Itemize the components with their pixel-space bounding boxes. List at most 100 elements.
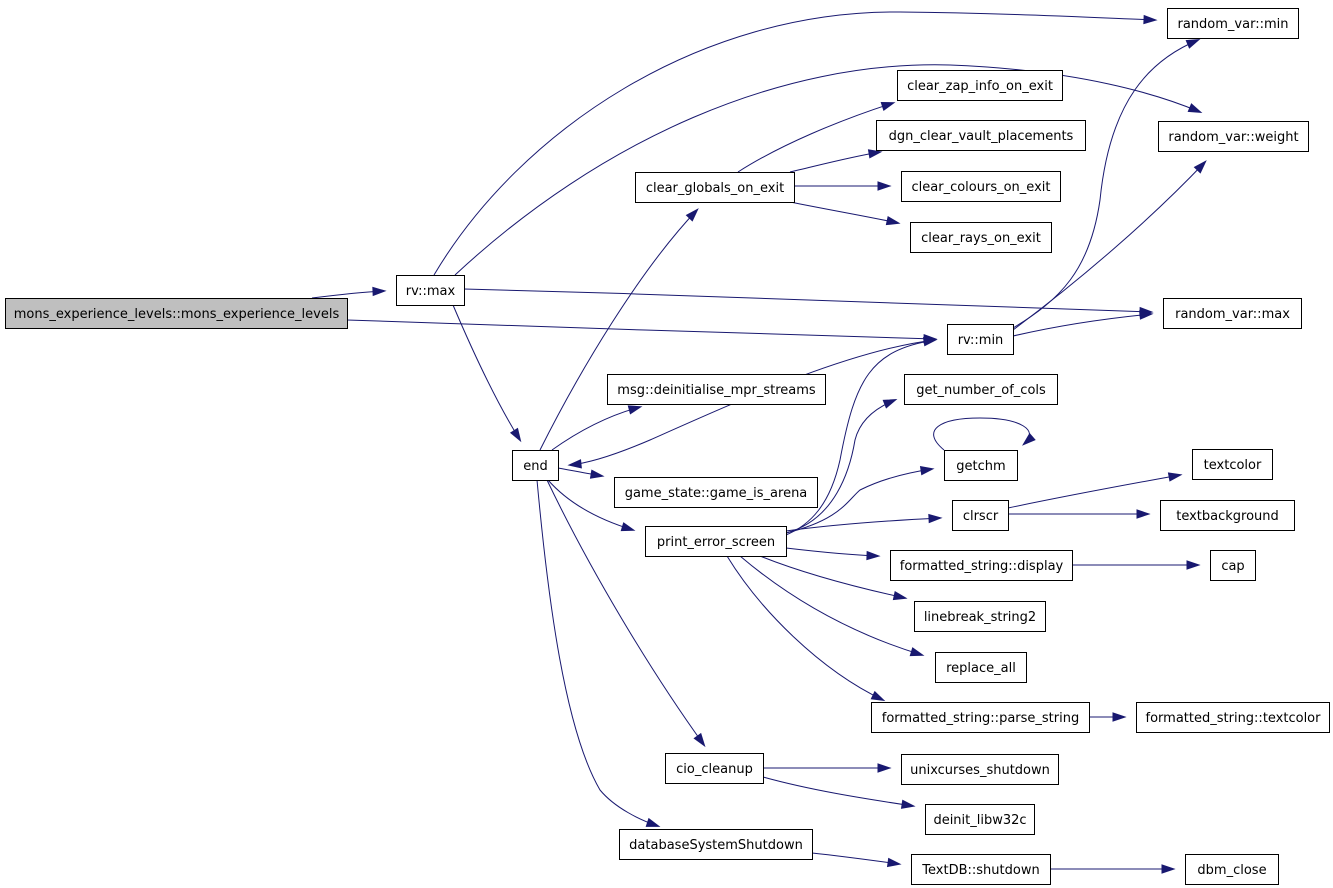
node-box (947, 324, 1014, 355)
node-deinit-libw32c[interactable]: deinit_libw32c (925, 804, 1035, 835)
node-label: print_error_screen (657, 535, 775, 550)
edge-arrowhead (892, 590, 908, 601)
node-getchm[interactable]: getchm (944, 450, 1018, 481)
node-clear-zap[interactable]: clear_zap_info_on_exit (897, 70, 1063, 101)
node-end[interactable]: end (512, 450, 559, 481)
node-clear-colours[interactable]: clear_colours_on_exit (901, 171, 1061, 202)
node-msg-deinit[interactable]: msg::deinitialise_mpr_streams (607, 374, 826, 405)
node-dbm-close[interactable]: dbm_close (1185, 854, 1279, 885)
node-label: clear_zap_info_on_exit (907, 79, 1053, 94)
node-fs-display[interactable]: formatted_string::display (890, 550, 1073, 581)
edge-line (739, 555, 923, 656)
edge-arrowhead (1139, 310, 1154, 320)
edge-line (546, 479, 705, 746)
node-clear-rays[interactable]: clear_rays_on_exit (910, 222, 1052, 253)
node-box (914, 601, 1046, 632)
node-cio-cleanup[interactable]: cio_cleanup (665, 753, 764, 784)
edge-print_error_screen-to-clrscr (785, 513, 943, 532)
node-box (5, 298, 348, 329)
node-rv-max[interactable]: rv::max (396, 275, 465, 306)
node-box (614, 477, 818, 508)
edge-arrowhead (589, 469, 605, 479)
edge-arrowhead (645, 817, 661, 827)
node-mons-experience-levels[interactable]: mons_experience_levels::mons_experience_… (5, 298, 348, 329)
edge-arrowhead (627, 405, 643, 415)
edge-line (551, 406, 641, 451)
edge-arrowhead (1136, 509, 1151, 519)
edge-line (452, 304, 521, 441)
node-rv-min[interactable]: rv::min (947, 324, 1014, 355)
edge-mons_experience_levels-to-rv_max (311, 286, 387, 299)
node-label: dbm_close (1197, 863, 1266, 878)
node-box (910, 222, 1052, 253)
node-rvar-min[interactable]: random_var::min (1167, 8, 1299, 39)
edge-fs_parse-to-fs_textcolor (1088, 712, 1127, 722)
edge-arrowhead (1193, 160, 1207, 174)
node-label: random_var::weight (1168, 130, 1298, 145)
edge-arrowhead (1161, 864, 1176, 874)
node-box (619, 829, 813, 860)
edge-arrowhead (928, 513, 943, 524)
node-label: deinit_libw32c (933, 813, 1026, 828)
node-get-cols[interactable]: get_number_of_cols (904, 374, 1058, 405)
node-linebreak[interactable]: linebreak_string2 (914, 601, 1046, 632)
node-textbackground[interactable]: textbackground (1160, 500, 1295, 531)
node-box (901, 754, 1059, 785)
edge-arrowhead (1112, 712, 1127, 722)
edge-rv_min-to-rvar_weight (1012, 160, 1207, 331)
edge-line (933, 417, 1030, 451)
edge-line (346, 319, 936, 340)
edge-end-to-print_error_screen (547, 479, 636, 532)
edge-clear_globals_on_exit-to-clear_rays (789, 201, 901, 226)
edge-line (785, 547, 879, 557)
node-label: formatted_string::display (900, 559, 1064, 574)
node-label: end (523, 459, 548, 474)
edge-line (737, 102, 894, 173)
node-label: cio_cleanup (676, 762, 753, 777)
node-label: getchm (956, 459, 1005, 474)
node-replace-all[interactable]: replace_all (935, 652, 1027, 683)
node-dbShutdown[interactable]: databaseSystemShutdown (619, 829, 813, 860)
node-label: clear_rays_on_exit (921, 231, 1041, 246)
node-box (645, 526, 787, 557)
edge-end-to-msg_deinit (551, 405, 643, 451)
node-label: random_var::min (1178, 17, 1289, 32)
edge-rv_max-to-end (452, 304, 522, 443)
node-box (901, 171, 1061, 202)
node-label: clrscr (963, 509, 999, 524)
node-textcolor[interactable]: textcolor (1192, 449, 1273, 480)
node-label: TextDB::shutdown (921, 863, 1039, 878)
node-box (512, 450, 559, 481)
node-textdb-shutdown[interactable]: TextDB::shutdown (911, 854, 1051, 885)
edge-arrowhead (693, 732, 706, 748)
node-label: clear_globals_on_exit (646, 181, 784, 196)
node-rvar-max[interactable]: random_var::max (1163, 298, 1302, 329)
node-label: rv::min (958, 333, 1004, 348)
edge-arrowhead (1185, 39, 1201, 49)
node-rvar-weight[interactable]: random_var::weight (1158, 121, 1309, 152)
edge-end-to-cio_cleanup (546, 479, 706, 748)
node-clear-globals-on-exit[interactable]: clear_globals_on_exit (635, 172, 795, 203)
edge-line (785, 517, 941, 532)
node-game-is-arena[interactable]: game_state::game_is_arena (614, 477, 818, 508)
node-print-error-screen[interactable]: print_error_screen (645, 526, 787, 557)
node-clrscr[interactable]: clrscr (952, 500, 1009, 531)
node-box (952, 500, 1009, 531)
node-box (1192, 449, 1273, 480)
node-cap[interactable]: cap (1210, 550, 1256, 581)
node-box (1210, 550, 1256, 581)
edge-print_error_screen-to-getchm (785, 466, 935, 534)
edge-arrowhead (1022, 432, 1036, 446)
edge-arrowhead (1186, 560, 1201, 570)
edge-arrowhead (1143, 14, 1158, 25)
node-box (904, 374, 1058, 405)
edge-line (454, 64, 1201, 276)
edge-arrowhead (877, 763, 892, 773)
edge-line (726, 555, 884, 701)
edge-end-to-game_is_arena (557, 467, 605, 479)
node-fs-textcolor[interactable]: formatted_string::textcolor (1136, 702, 1330, 733)
node-dgn-clear[interactable]: dgn_clear_vault_placements (876, 120, 1086, 151)
node-unixcurses[interactable]: unixcurses_shutdown (901, 754, 1059, 785)
node-fs-parse[interactable]: formatted_string::parse_string (871, 702, 1090, 733)
node-label: rv::max (406, 284, 456, 299)
